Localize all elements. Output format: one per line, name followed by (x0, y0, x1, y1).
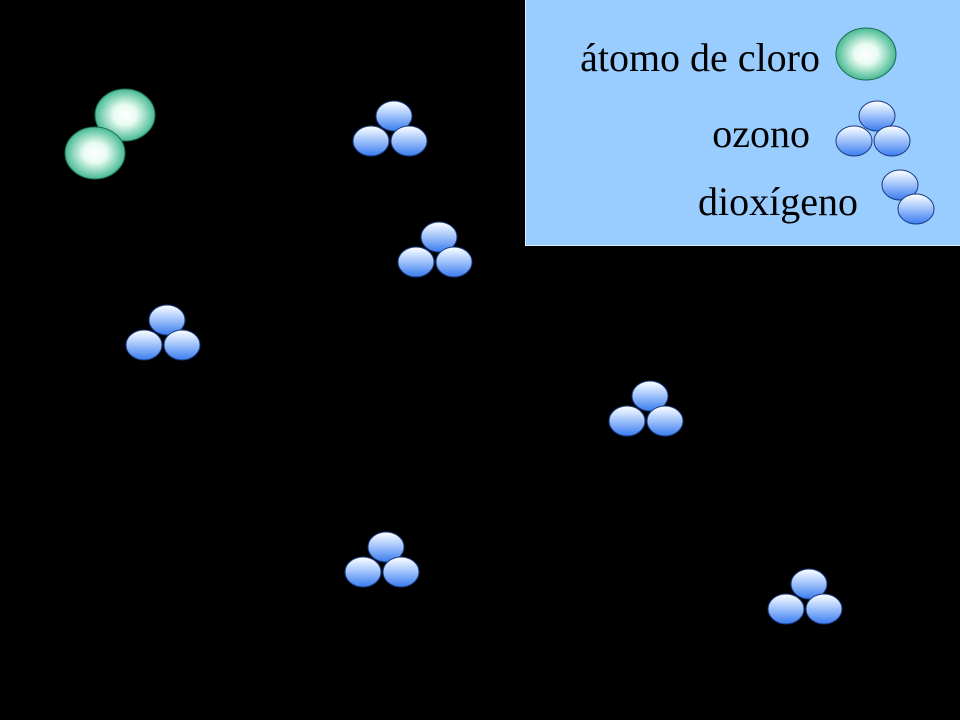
chlorine-atom-pair (64, 88, 156, 180)
ozone-molecule (125, 304, 201, 361)
legend-ozone-label: ozono (712, 111, 810, 156)
legend: átomo de cloro ozono dioxígeno (525, 0, 960, 246)
legend-chlorine-label: átomo de cloro (580, 35, 820, 80)
legend-dioxygen-label: dioxígeno (698, 179, 858, 224)
ozone-molecule (608, 380, 684, 437)
ozone-molecule (352, 100, 428, 157)
ozone-molecule (397, 221, 473, 278)
chlorine-atom (64, 126, 126, 180)
ozone-molecule (767, 568, 843, 625)
ozone-molecule (344, 531, 420, 588)
